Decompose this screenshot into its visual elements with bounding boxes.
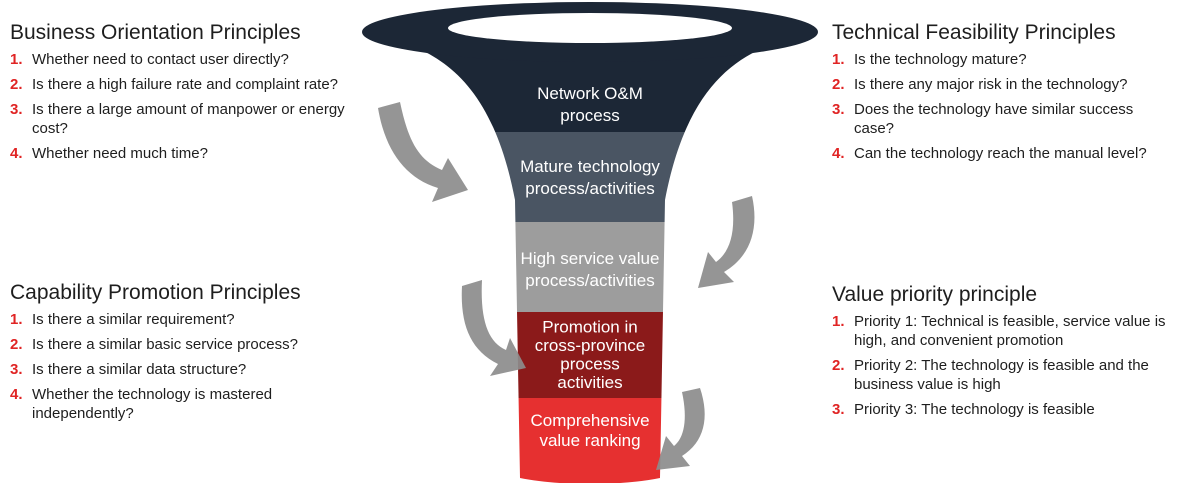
list-item: 1. Is the technology mature? — [832, 50, 1162, 69]
list-item: 1. Priority 1: Technical is feasible, ser… — [832, 312, 1182, 350]
item-text: Whether need to contact user directly? — [32, 51, 289, 68]
item-number: 1. — [10, 51, 23, 68]
list-item: 2. Is there a high failure rate and compl… — [10, 75, 360, 94]
list-item: 4. Whether need much time? — [10, 144, 360, 163]
stage-mature-technology-band — [362, 132, 818, 222]
item-number: 2. — [832, 76, 845, 93]
item-number: 4. — [10, 386, 23, 403]
item-text: Whether the technology is mastered indep… — [32, 386, 273, 422]
list-item: 4. Can the technology reach the manual le… — [832, 144, 1162, 163]
technical-feasibility-list: 1. Is the technology mature? 2. Is there a… — [832, 50, 1162, 163]
arrow-right-middle — [698, 196, 755, 288]
item-number: 3. — [10, 101, 23, 118]
list-item: 1. Is there a similar requirement? — [10, 310, 360, 329]
funnel-arrows — [378, 102, 755, 470]
item-text: Priority 1: Technical is feasible, servi… — [854, 313, 1166, 349]
item-number: 1. — [10, 311, 23, 328]
business-orientation-title: Business Orientation Principles — [10, 21, 301, 44]
value-priority-title: Value priority principle — [832, 283, 1038, 306]
business-orientation-list: 1. Whether need to contact user directly?… — [10, 50, 360, 163]
item-text: Is there a high failure rate and complai… — [32, 76, 339, 93]
list-item: 3. Does the technology have similar succe… — [832, 100, 1162, 138]
item-text: Is there any major risk in the technolog… — [854, 76, 1128, 93]
item-number: 1. — [832, 51, 845, 68]
list-item: 3. Is there a large amount of manpower or… — [10, 100, 360, 138]
list-item: 2. Is there any major risk in the technol… — [832, 75, 1162, 94]
technical-feasibility-title: Technical Feasibility Principles — [832, 21, 1116, 44]
item-number: 2. — [10, 76, 23, 93]
capability-promotion-title: Capability Promotion Principles — [10, 281, 301, 304]
list-item: 2. Is there a similar basic service proce… — [10, 335, 360, 354]
funnel-opening — [448, 13, 732, 43]
list-item: 3. Is there a similar data structure? — [10, 360, 360, 379]
item-text: Is there a similar basic service process… — [32, 336, 298, 353]
item-number: 3. — [10, 361, 23, 378]
list-item: 2. Priority 2: The technology is feasible… — [832, 356, 1182, 394]
arrow-right-lower — [656, 388, 705, 470]
capability-promotion-list: 1. Is there a similar requirement? 2. Is t… — [10, 310, 360, 423]
item-number: 4. — [832, 145, 845, 162]
item-text: Priority 3: The technology is feasible — [854, 401, 1095, 418]
item-number: 3. — [832, 101, 845, 118]
value-priority-panel: Value priority principle 1. Priority 1: T… — [832, 282, 1182, 425]
arrow-left-lower — [461, 280, 526, 376]
list-item: 1. Whether need to contact user directly? — [10, 50, 360, 69]
list-item: 4. Whether the technology is mastered ind… — [10, 385, 360, 423]
item-number: 4. — [10, 145, 23, 162]
item-number: 1. — [832, 313, 845, 330]
value-priority-list: 1. Priority 1: Technical is feasible, ser… — [832, 312, 1182, 419]
item-text: Is there a large amount of manpower or e… — [32, 101, 345, 137]
list-item: 3. Priority 3: The technology is feasible — [832, 400, 1182, 419]
arrow-left-upper — [378, 102, 468, 202]
capability-promotion-panel: Capability Promotion Principles 1. Is the… — [10, 280, 360, 429]
item-text: Whether need much time? — [32, 145, 208, 162]
technical-feasibility-panel: Technical Feasibility Principles 1. Is th… — [832, 20, 1162, 169]
item-text: Priority 2: The technology is feasible a… — [854, 357, 1149, 393]
item-number: 3. — [832, 401, 845, 418]
business-orientation-panel: Business Orientation Principles 1. Whethe… — [10, 20, 360, 169]
item-text: Does the technology have similar success… — [854, 101, 1134, 137]
item-number: 2. — [10, 336, 23, 353]
item-number: 2. — [832, 357, 845, 374]
item-text: Is there a similar data structure? — [32, 361, 247, 378]
item-text: Is there a similar requirement? — [32, 311, 235, 328]
item-text: Can the technology reach the manual leve… — [854, 145, 1147, 162]
item-text: Is the technology mature? — [854, 51, 1027, 68]
